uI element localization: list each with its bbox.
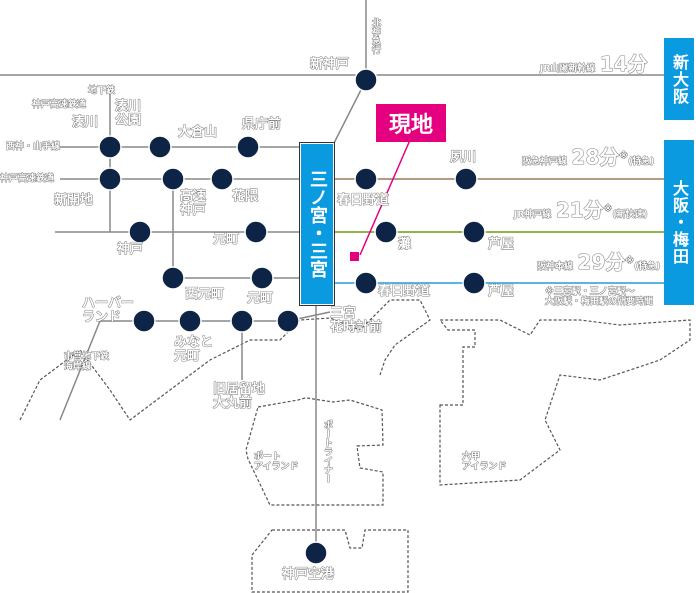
sannomiya-hub: 三ノ宮・三宮 (299, 142, 335, 306)
station-label: 大倉山 (178, 125, 218, 140)
station-label: ハーバーランド (82, 296, 134, 325)
station-label: 神戸 (117, 242, 144, 257)
line-label: ポートライナー (322, 420, 333, 484)
station-label: 新神戸 (310, 57, 350, 72)
island-label: ポートアイランド (254, 452, 299, 473)
station-label: 三宮花時計前 (330, 306, 383, 335)
footnote: ※三宮駅・三ノ宮駅～大阪駅・梅田駅の所要時間 (545, 287, 654, 308)
coastline (19, 299, 431, 421)
station-label: 芦屋 (488, 237, 515, 252)
island-label: 六甲アイランド (462, 452, 507, 473)
station-label: 灘 (398, 237, 412, 252)
station-label: 春日野道 (337, 193, 390, 208)
station-label: 湊川公園 (115, 99, 142, 128)
airport-island-outline (251, 529, 409, 593)
line-label: 西神・山手線 (6, 142, 61, 153)
site-label: 現地 (376, 104, 446, 142)
station-label: 神戸空港 (282, 567, 335, 582)
station-label: 県庁前 (242, 117, 282, 132)
station-label: 元町 (213, 232, 240, 247)
line-label: 北神急行 (370, 18, 381, 55)
station-label: みなと元町 (174, 335, 214, 364)
line-label: 地下鉄 (88, 86, 116, 97)
station-label: 高速神戸 (180, 189, 207, 218)
route-hankyu: 阪急神戸線 28分※(特急) (522, 145, 655, 169)
dest-shin-osaka: 新大阪 (664, 38, 694, 120)
station-label: 春日野道 (378, 284, 431, 299)
station-label: 新開地 (54, 193, 94, 208)
line-label: 神戸高速鉄道 (32, 100, 87, 111)
station-label: 花隈 (232, 189, 259, 204)
station-label: 芦屋 (488, 284, 515, 299)
site-marker (350, 252, 359, 261)
station-label: 湊川 (72, 115, 99, 130)
line-label: 市営地下鉄海岸線 (64, 352, 110, 373)
dest-osaka-umeda: 大阪・梅田 (664, 140, 694, 305)
route-hanshin: 阪神本線 29分※(特急) (537, 250, 661, 274)
station-label: 西元町 (185, 287, 225, 302)
station-label: 夙川 (450, 150, 477, 165)
station-label: 旧居留地大丸前 (213, 382, 266, 411)
line-label: 神戸高速鉄道 (0, 174, 55, 185)
station-dot (354, 68, 378, 92)
station-label: 元町 (247, 291, 274, 306)
rokko-island-outline (438, 319, 691, 486)
route-sanyo: JR山陽新幹線 14分 (540, 52, 648, 76)
route-jr: JR神戸線 21分※(新快速) (514, 198, 648, 222)
